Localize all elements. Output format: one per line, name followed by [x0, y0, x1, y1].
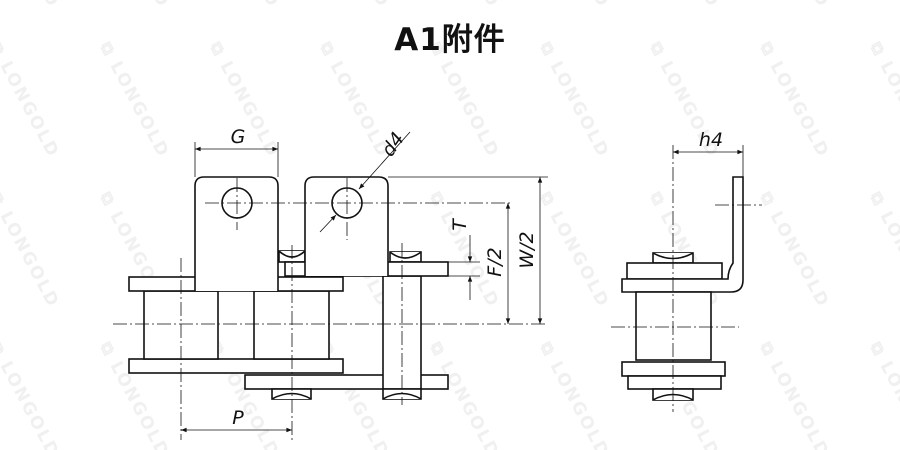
inner-plate-lower	[128, 358, 344, 374]
dim-W2-label: W/2	[516, 231, 538, 268]
side-outer-plate-lower	[627, 375, 722, 390]
dim-G-label: G	[231, 126, 246, 148]
roller-middle	[253, 290, 330, 360]
side-plate-lower	[621, 361, 726, 377]
dim-F2-label: F/2	[484, 247, 506, 276]
dim-d4-label: d4	[377, 128, 409, 160]
attachment-tab-left	[194, 176, 279, 291]
front-view: G d4 T F/2 W/2 P	[113, 126, 548, 440]
side-view: h4	[611, 129, 762, 412]
pin-head-lower-middle	[271, 392, 312, 400]
dim-P-label: P	[232, 407, 244, 429]
side-roller	[635, 291, 712, 361]
dim-h4-label: h4	[699, 129, 723, 151]
pin-head-upper-right	[389, 251, 422, 259]
attachment-tab-right	[304, 176, 389, 276]
dim-T-label: T	[449, 218, 471, 231]
side-outer-plate-top	[626, 262, 723, 280]
page-title: A1附件	[394, 22, 506, 58]
